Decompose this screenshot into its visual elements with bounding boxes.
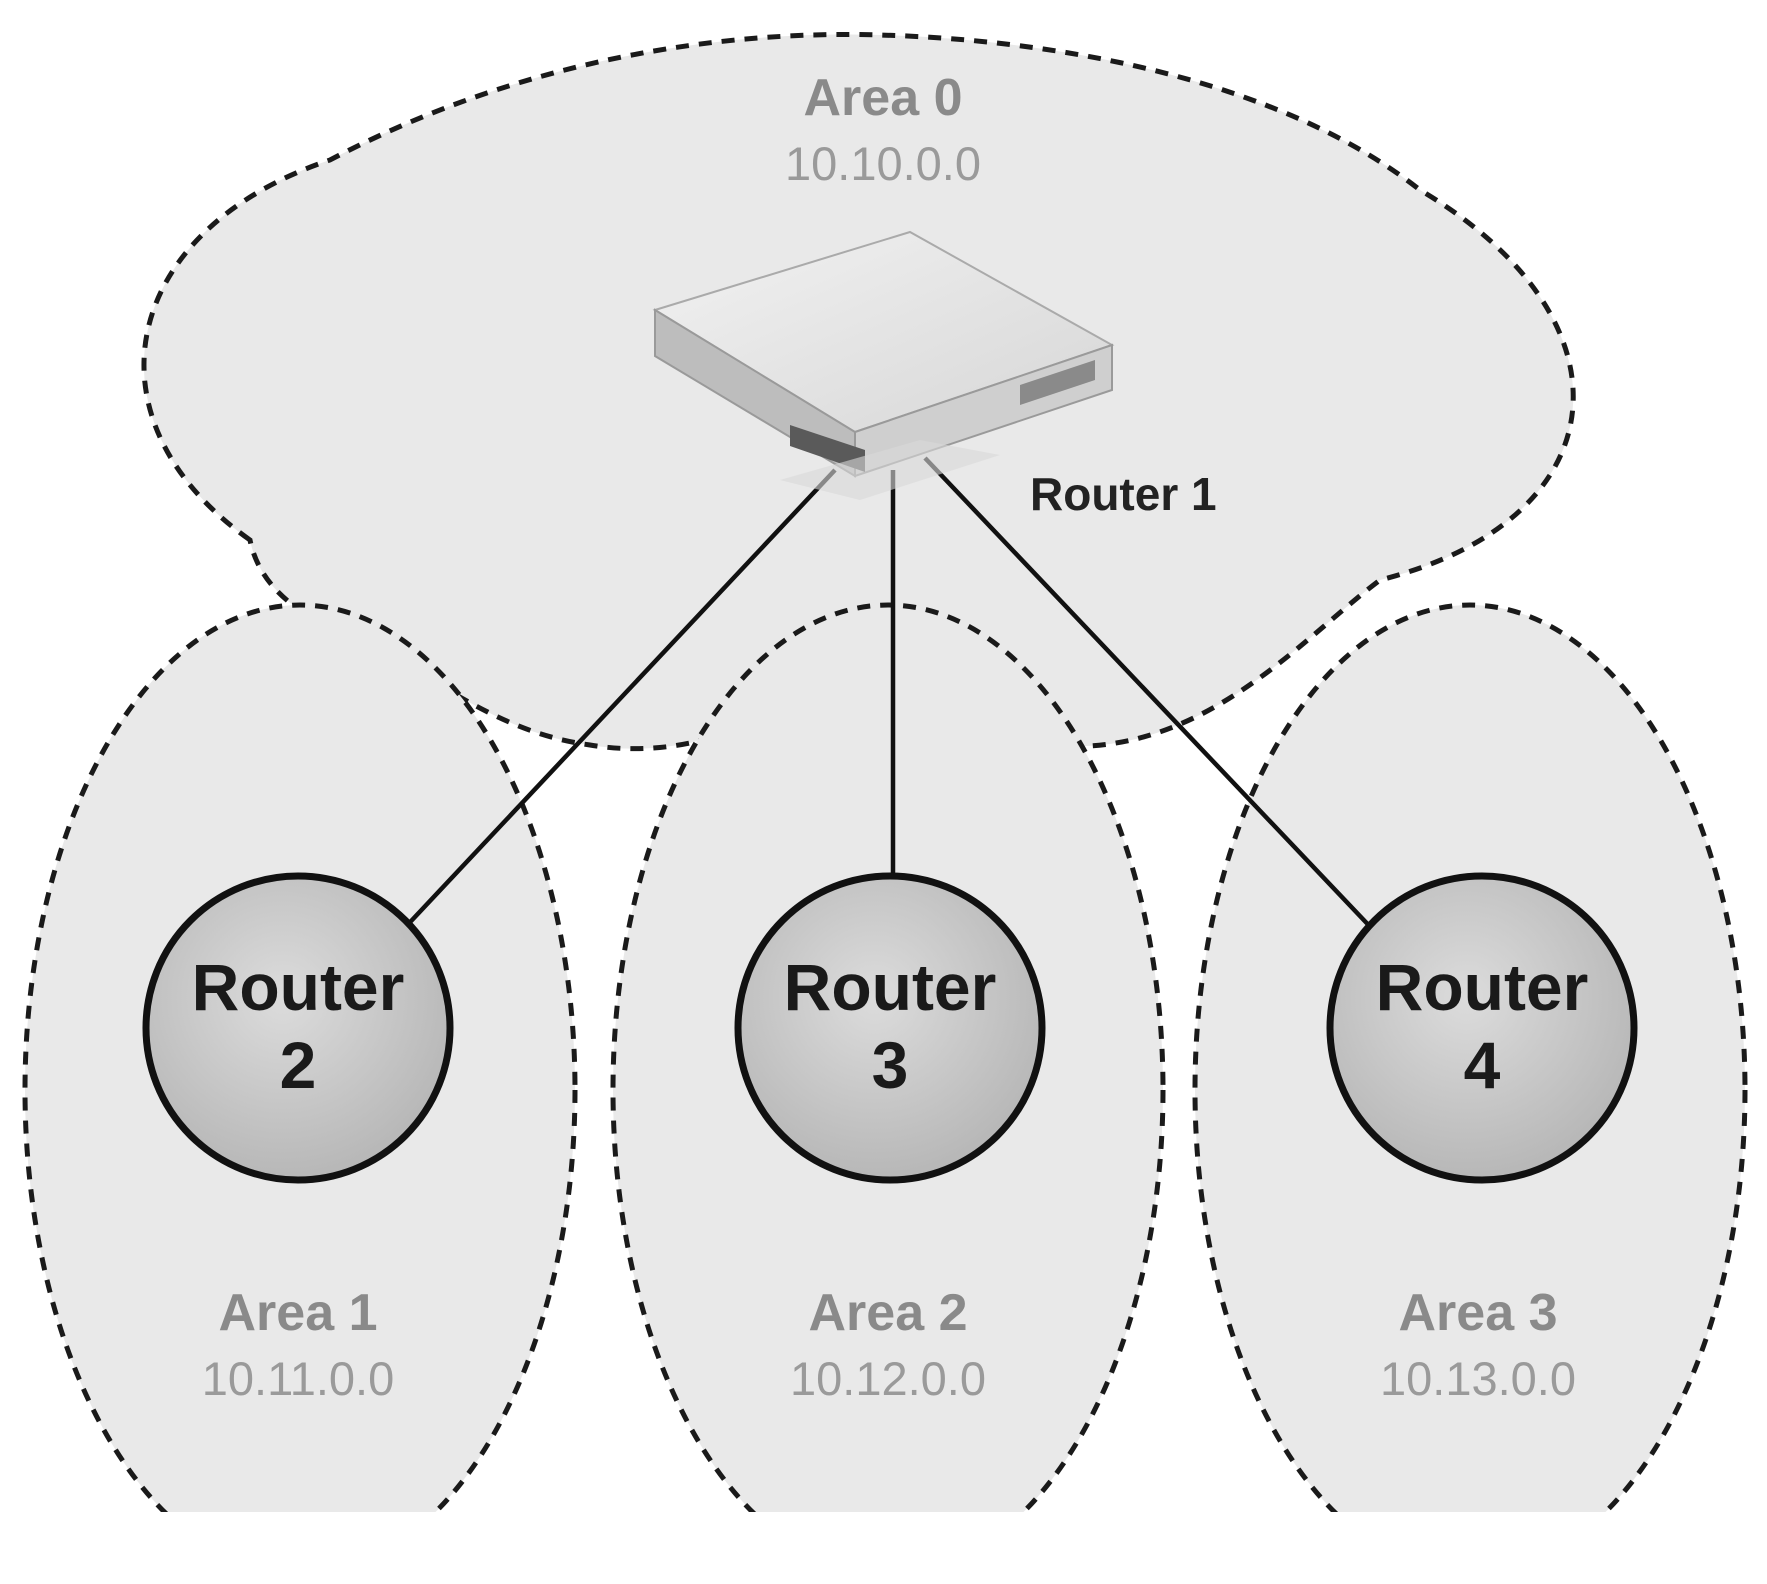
area-1-network: 10.11.0.0 [202,1352,395,1405]
router-4-node: Router 4 [1326,872,1638,1184]
area-1-name: Area 1 [219,1284,378,1342]
router-1-label: Router 1 [1030,468,1217,520]
router-4-label-line1: Router [1376,950,1589,1024]
area-0-name: Area 0 [804,69,963,127]
area-2-network: 10.12.0.0 [790,1352,986,1405]
link-router1-router2 [396,468,837,937]
area-3-name: Area 3 [1399,1284,1558,1342]
area-2-name: Area 2 [809,1284,968,1342]
router-3-node: Router 3 [734,872,1046,1184]
link-router1-router4 [923,456,1380,937]
router-3-label-line2: 3 [872,1028,909,1102]
area-3-network: 10.13.0.0 [1380,1352,1576,1405]
router-2-node: Router 2 [142,872,454,1184]
router-3-label-line1: Router [784,950,997,1024]
router-2-label-line2: 2 [280,1028,317,1102]
bottom-edge-mask [0,1512,1767,1584]
router-4-label-line2: 4 [1464,1028,1501,1102]
router-2-label-line1: Router [192,950,405,1024]
router-device-icon [652,230,1115,500]
area-0-network: 10.10.0.0 [785,137,981,190]
